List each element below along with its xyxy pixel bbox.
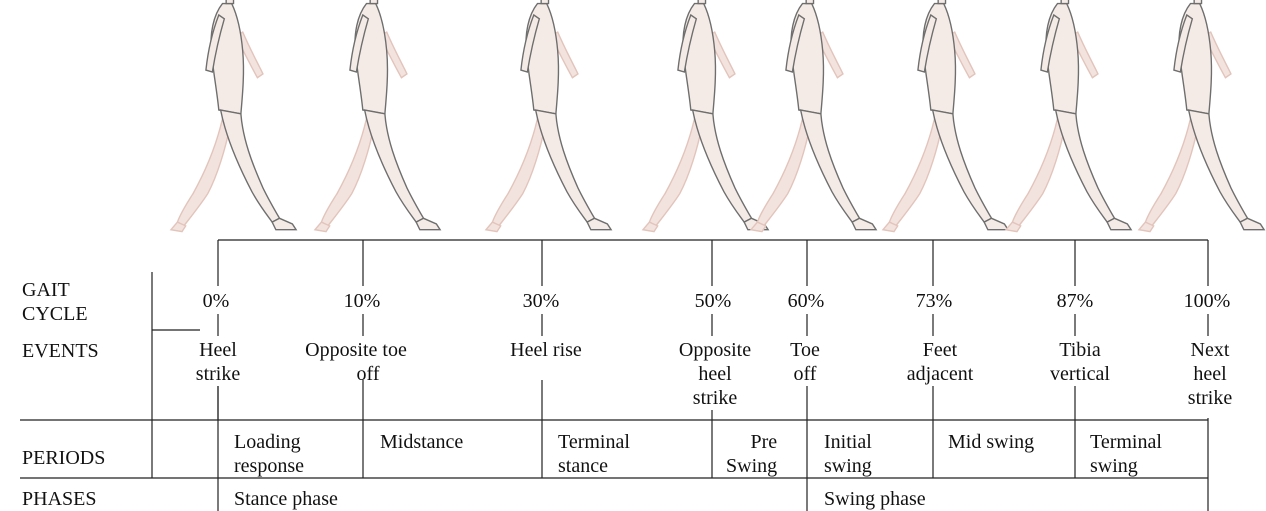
percent-label: 50% <box>695 290 732 312</box>
row-label-phases: PHASES <box>22 488 96 510</box>
row-label-gait-cycle: GAIT CYCLE <box>22 278 88 326</box>
event-label: Heel rise <box>510 338 582 362</box>
percent-label: 10% <box>344 290 381 312</box>
row-label-periods: PERIODS <box>22 447 105 469</box>
percent-label: 73% <box>916 290 953 312</box>
percent-label: 100% <box>1184 290 1231 312</box>
percent-label: 0% <box>203 290 230 312</box>
percent-label: 30% <box>523 290 560 312</box>
period-label: Mid swing <box>948 430 1034 454</box>
row-label-events: EVENTS <box>22 340 99 362</box>
stance-phase-label: Stance phase <box>234 488 338 510</box>
percent-label: 60% <box>788 290 825 312</box>
swing-phase-label: Swing phase <box>824 488 926 510</box>
percent-label: 87% <box>1057 290 1094 312</box>
period-label: Midstance <box>380 430 463 454</box>
